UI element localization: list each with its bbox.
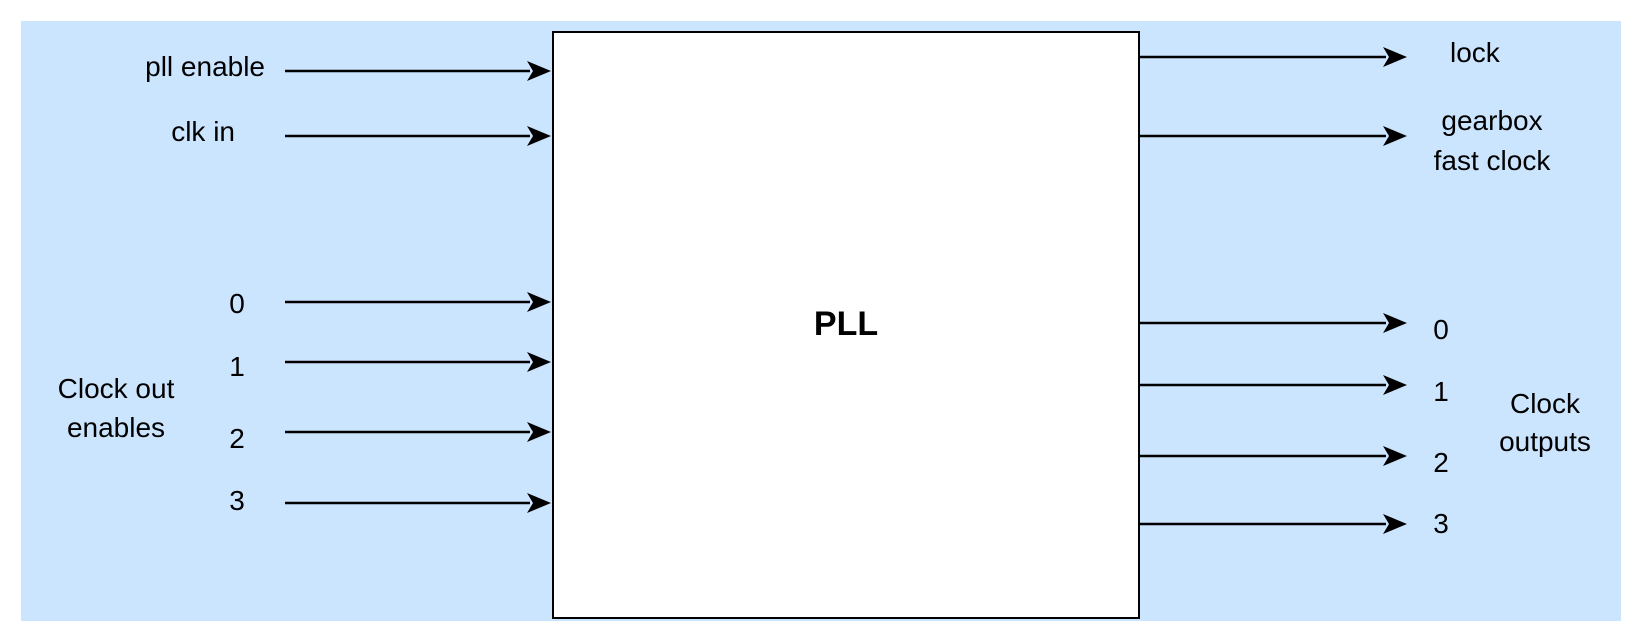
label-gearbox-line1: gearbox [1441, 105, 1542, 136]
label-output-0: 0 [1433, 314, 1449, 345]
label-enable-2: 2 [229, 423, 245, 454]
input-arrow-enable-2 [285, 422, 551, 442]
pll-block [552, 31, 1140, 619]
output-arrow-clock-3 [1139, 514, 1407, 534]
label-pll-enable: pll enable [145, 51, 265, 82]
pll-title: PLL [814, 305, 878, 343]
label-clk-in: clk in [171, 116, 235, 147]
input-arrow-clk-in [285, 126, 551, 146]
label-clock-outputs-line1: Clock [1510, 388, 1581, 419]
label-enable-3: 3 [229, 485, 245, 516]
output-arrow-clock-1 [1139, 375, 1407, 395]
label-output-1: 1 [1433, 376, 1449, 407]
output-arrow-lock [1139, 47, 1407, 67]
input-arrow-enable-1 [285, 352, 551, 372]
output-arrow-gearbox [1139, 126, 1407, 146]
label-clock-outputs-line2: outputs [1499, 426, 1591, 457]
input-arrow-enable-3 [285, 493, 551, 513]
label-output-2: 2 [1433, 447, 1449, 478]
label-output-3: 3 [1433, 508, 1449, 539]
label-lock: lock [1450, 37, 1501, 68]
label-enable-1: 1 [229, 351, 245, 382]
input-arrow-enable-0 [285, 292, 551, 312]
label-clock-out-enables-line2: enables [67, 412, 165, 443]
input-arrow-pll-enable [285, 61, 551, 81]
label-gearbox-line2: fast clock [1434, 145, 1552, 176]
output-arrow-clock-2 [1139, 446, 1407, 466]
label-enable-0: 0 [229, 288, 245, 319]
output-arrow-clock-0 [1139, 313, 1407, 333]
label-clock-out-enables-line1: Clock out [58, 373, 175, 404]
